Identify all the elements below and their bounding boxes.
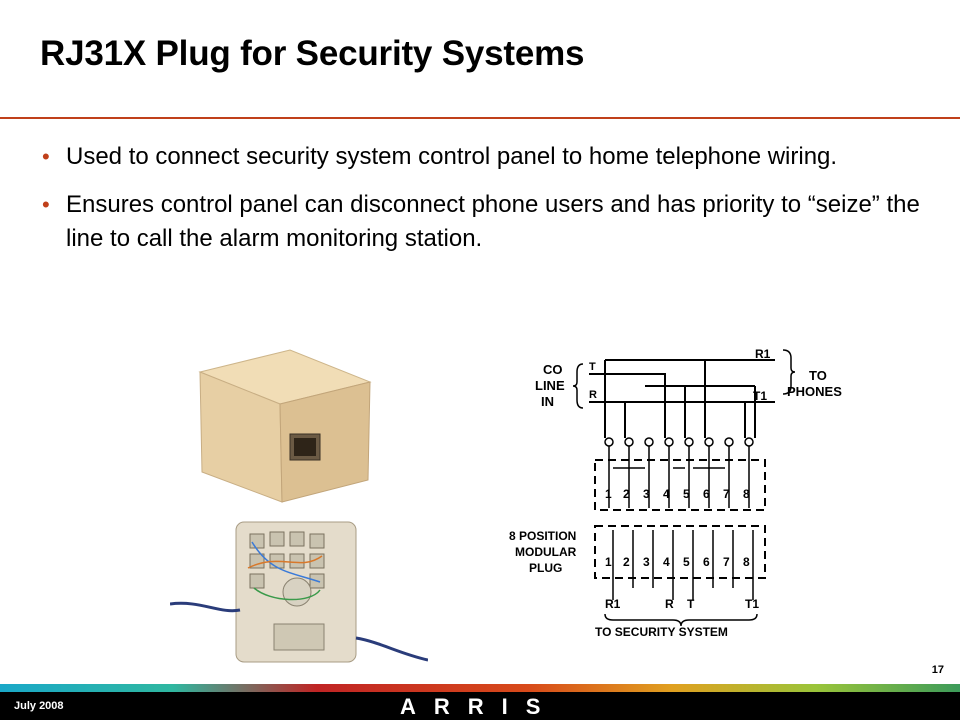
svg-text:8: 8: [743, 555, 750, 569]
bullet-text: Ensures control panel can disconnect pho…: [66, 191, 920, 252]
bullet-icon: •: [42, 144, 50, 169]
t1-out-label: T1: [753, 389, 767, 403]
footer-date: July 2008: [14, 700, 64, 712]
footer-bar: [0, 692, 960, 720]
to-label: TO: [809, 368, 827, 383]
modular-plug-label-2: MODULAR: [515, 545, 577, 559]
svg-text:4: 4: [663, 487, 670, 501]
left-brace: [572, 363, 584, 409]
bottom-t-label: T: [687, 597, 695, 611]
bullet-item: • Used to connect security system contro…: [42, 140, 922, 174]
bullet-icon: •: [42, 192, 50, 217]
footer-color-stripe: [0, 684, 960, 692]
slide-title: RJ31X Plug for Security Systems: [40, 34, 585, 73]
bullet-list: • Used to connect security system contro…: [42, 140, 922, 270]
title-divider: [0, 117, 960, 119]
svg-text:6: 6: [703, 555, 710, 569]
page-number: 17: [931, 664, 944, 676]
svg-text:5: 5: [683, 487, 690, 501]
svg-text:6: 6: [703, 487, 710, 501]
svg-text:3: 3: [643, 555, 650, 569]
bottom-brace: [604, 613, 758, 627]
svg-text:7: 7: [723, 487, 730, 501]
line-label: LINE: [535, 378, 565, 393]
svg-text:8: 8: [743, 487, 750, 501]
modular-plug-label-1: 8 POSITION: [509, 529, 576, 543]
bottom-t1-label: T1: [745, 597, 759, 611]
svg-text:1: 1: [605, 555, 612, 569]
bottom-r1-label: R1: [605, 597, 621, 611]
r-in-label: R: [589, 389, 597, 401]
arris-logo: ARRIS: [400, 694, 559, 719]
co-label: CO: [543, 362, 563, 377]
svg-text:7: 7: [723, 555, 730, 569]
svg-text:5: 5: [683, 555, 690, 569]
modular-plug-label-3: PLUG: [529, 561, 562, 575]
wiring-diagram-svg: CO LINE IN T R R1 T1 TO PHONES: [509, 347, 842, 639]
plug-contacts: [612, 530, 754, 600]
in-label: IN: [541, 394, 554, 409]
terminal-screws: [604, 437, 754, 447]
svg-text:2: 2: [623, 487, 630, 501]
rj31x-wiring-diagram: CO LINE IN T R R1 T1 TO PHONES: [505, 338, 865, 648]
svg-text:3: 3: [643, 487, 650, 501]
right-brace: [782, 349, 796, 395]
t-in-label: T: [589, 361, 596, 373]
r1-out-label: R1: [755, 347, 771, 361]
lower-pin-numbers: 1 2 3 4 5 6 7 8: [605, 555, 750, 569]
wiring-lines: [589, 359, 775, 438]
rj31x-photos: [169, 342, 429, 672]
bullet-item: • Ensures control panel can disconnect p…: [42, 188, 922, 256]
jack-dashed-box: [594, 459, 766, 511]
bullet-text: Used to connect security system control …: [66, 143, 838, 170]
rj31x-jack-illustration: [169, 349, 429, 663]
plug-dashed-box: [594, 525, 766, 579]
phones-label: PHONES: [787, 384, 842, 399]
upper-contacts: [608, 446, 750, 508]
to-security-label: TO SECURITY SYSTEM: [595, 625, 728, 639]
svg-text:4: 4: [663, 555, 670, 569]
svg-text:2: 2: [623, 555, 630, 569]
bottom-r-label: R: [665, 597, 674, 611]
